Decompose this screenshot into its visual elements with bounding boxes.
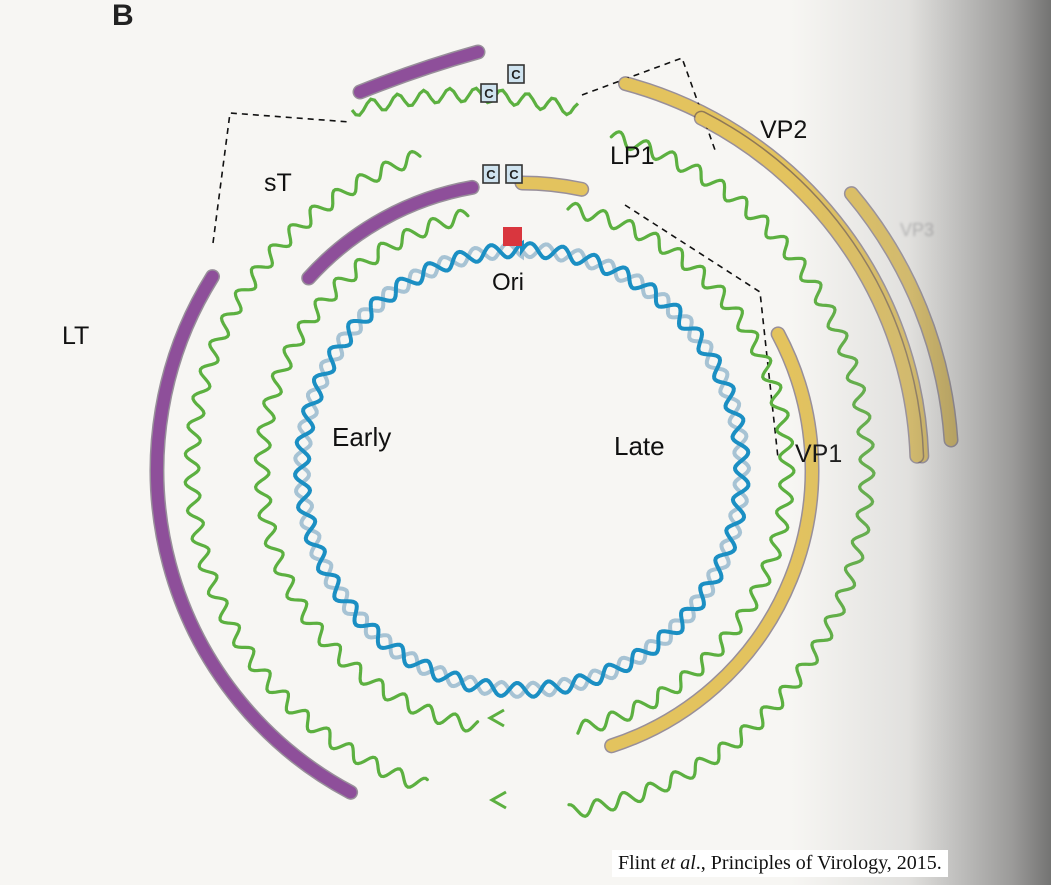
- mrna-top-fragment: [350, 86, 580, 117]
- label-vp2: VP2: [760, 116, 807, 144]
- label-late: Late: [614, 431, 665, 461]
- cap-mid-right: C: [505, 164, 523, 184]
- mrna-early-outer: [183, 149, 429, 789]
- label-vp3: VP3: [900, 220, 934, 240]
- label-lt: LT: [62, 322, 89, 350]
- label-st: sT: [264, 169, 292, 197]
- mrna-late-inner: [566, 201, 796, 735]
- label-vp1: VP1: [795, 440, 842, 468]
- dashed-connectors: [212, 56, 779, 459]
- citation: Flint et al., Principles of Virology, 20…: [612, 850, 948, 877]
- svg-text:C: C: [484, 86, 494, 101]
- dna-genome: [293, 239, 752, 699]
- mrna-arrowhead-outer: [488, 790, 507, 810]
- protein-arc-vp1: [605, 327, 819, 752]
- svg-text:C: C: [511, 67, 521, 82]
- label-early: Early: [332, 422, 391, 452]
- panel-letter: B: [112, 0, 134, 32]
- protein-arcs: [149, 44, 959, 800]
- protein-arc-top: [354, 46, 484, 98]
- ori-marker: [503, 227, 522, 246]
- label-ori: Ori: [492, 269, 524, 296]
- mrna-early-inner: [253, 208, 480, 733]
- svg-text:C: C: [486, 167, 496, 182]
- cap-mid-left: C: [482, 164, 500, 184]
- label-lp1: LP1: [610, 142, 654, 170]
- cap-top-left: C: [480, 83, 498, 103]
- protein-arc-lp1: [516, 177, 588, 196]
- svg-text:C: C: [509, 167, 519, 182]
- mrna-arrowhead-inner: [486, 708, 505, 728]
- protein-arc-lt: [151, 270, 357, 799]
- cap-top-right: C: [507, 64, 525, 84]
- protein-arc-st: [302, 181, 479, 284]
- dna-strand-dark: [293, 239, 751, 699]
- dna-strand-light: [293, 241, 752, 699]
- mrna-transcripts: [183, 86, 876, 818]
